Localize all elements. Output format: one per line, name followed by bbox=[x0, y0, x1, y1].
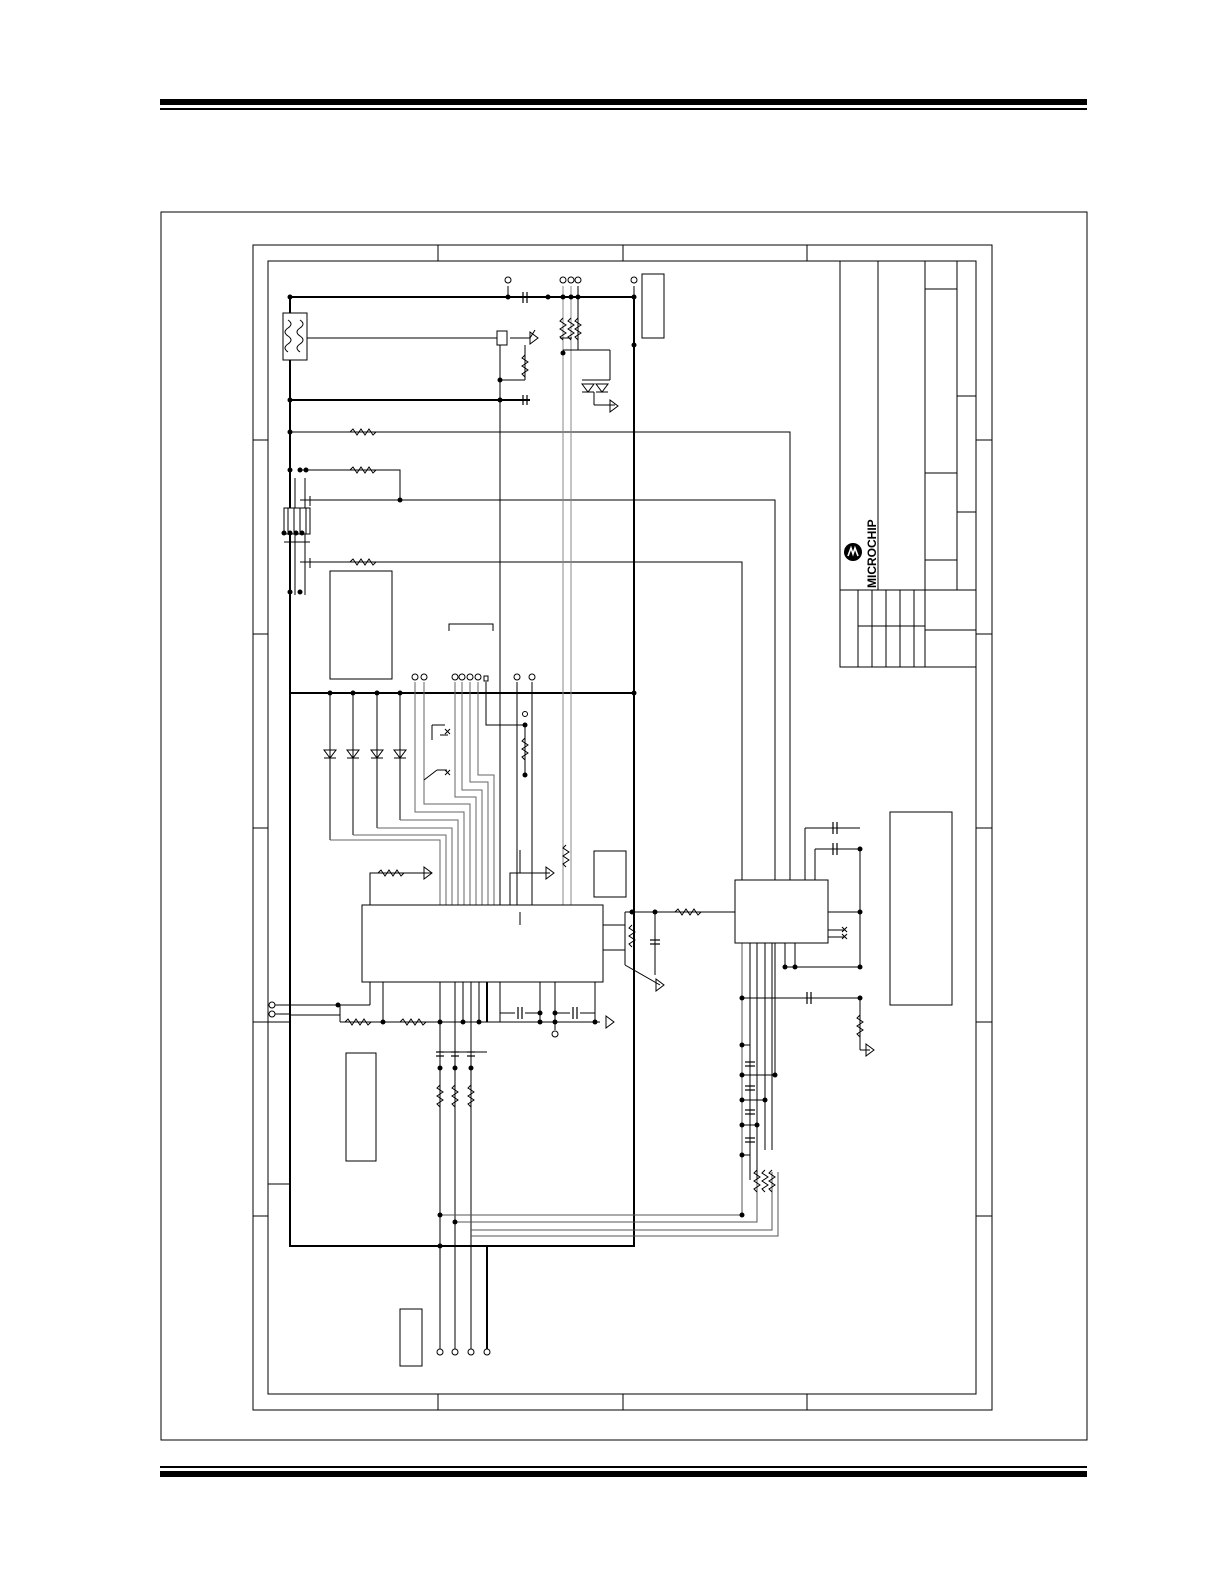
title-block bbox=[839, 260, 977, 668]
mcu-chip bbox=[361, 904, 604, 983]
company-logo-text: MICROCHIP bbox=[865, 519, 879, 588]
interface-chip bbox=[734, 879, 829, 944]
note-box-d bbox=[889, 811, 953, 1006]
test-points bbox=[268, 276, 638, 1356]
note-box-f bbox=[399, 1308, 423, 1367]
note-box-b bbox=[329, 570, 393, 680]
footer-rule-thick bbox=[160, 1471, 1087, 1477]
footer-rule-thin bbox=[160, 1466, 1087, 1468]
led-array bbox=[323, 749, 407, 759]
note-box-a bbox=[641, 273, 665, 339]
junction-dots bbox=[281, 294, 863, 1249]
header-rule-thick bbox=[160, 99, 1087, 105]
figure-frame bbox=[160, 211, 1088, 1441]
transistor-stack bbox=[283, 478, 311, 595]
wiring bbox=[275, 286, 870, 1352]
header-rule-thin bbox=[160, 108, 1087, 110]
note-box-e bbox=[345, 1052, 377, 1162]
note-box-c bbox=[593, 850, 627, 898]
microchip-logo-icon bbox=[844, 543, 862, 561]
sheet-border bbox=[252, 244, 993, 1411]
components bbox=[282, 273, 953, 1367]
regulator-block bbox=[282, 312, 308, 361]
